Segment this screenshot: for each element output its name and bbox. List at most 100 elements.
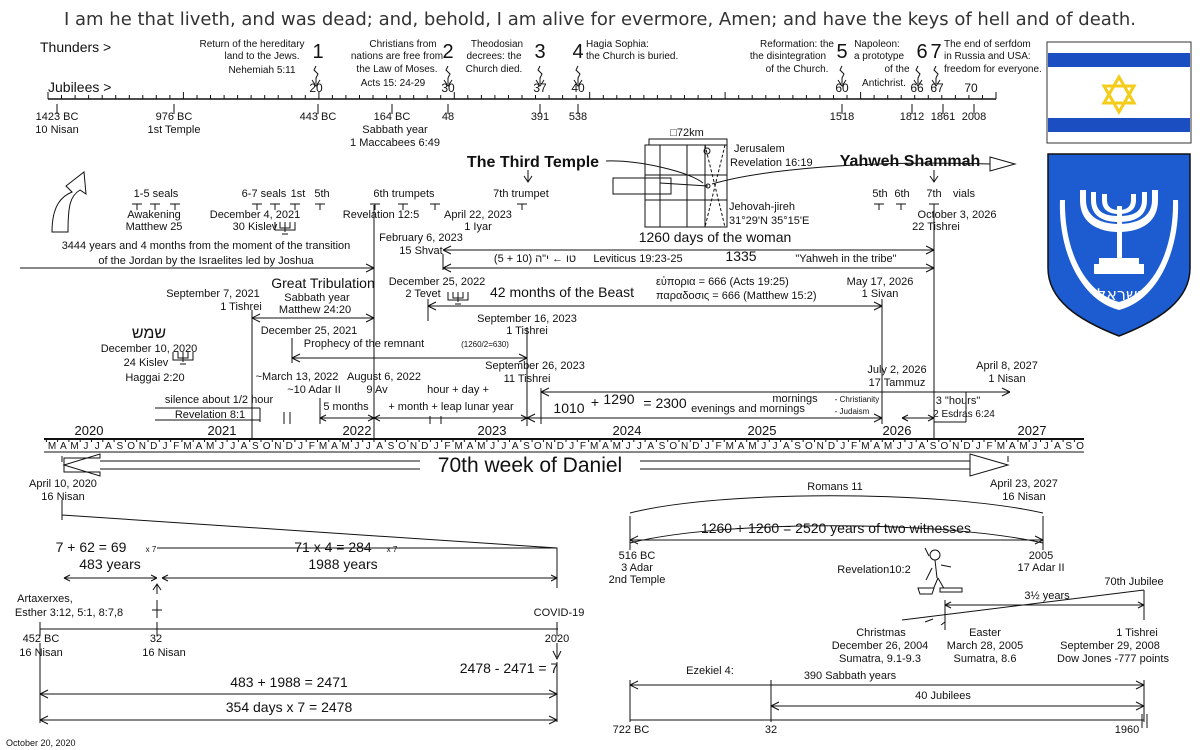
diagram-label: the disintegration xyxy=(750,51,826,62)
diagram-label: 2005 xyxy=(1029,550,1053,562)
diagram-label: 6th trumpets xyxy=(373,188,435,200)
diagram-label: 1290 xyxy=(603,391,634,407)
month-letter: D xyxy=(963,441,970,452)
diagram-label: Sabbath year xyxy=(284,292,350,304)
month-letter: F xyxy=(987,441,993,452)
month-letter: N xyxy=(139,441,146,452)
diagram-label: 1861 xyxy=(931,111,955,123)
month-letter: M xyxy=(319,441,327,452)
diagram-label: 1812 xyxy=(900,111,924,123)
month-letter: D xyxy=(557,441,564,452)
month-letter: M xyxy=(48,441,56,452)
diagram-label: 354 days x 7 = 2478 xyxy=(226,699,353,715)
diagram-label: ~10 Adar II xyxy=(287,384,341,396)
diagram-label: Romans 11 xyxy=(807,481,862,493)
diagram-label: 1 Sivan xyxy=(862,288,899,300)
diagram-label: in Russia and USA: xyxy=(944,51,1031,62)
month-letter: O xyxy=(1076,441,1084,452)
month-letter: A xyxy=(602,441,609,452)
diagram-label: + month + leap lunar year xyxy=(388,401,514,413)
diagram-label: Jehovah-jireh xyxy=(729,201,795,213)
diagram-label: Jerusalem xyxy=(734,143,785,155)
diagram-label: April 23, 2027 xyxy=(990,478,1058,490)
diagram-label: 30 xyxy=(441,81,455,95)
timeline-lines xyxy=(20,65,1148,728)
diagram-label: 1 Tishrei xyxy=(220,301,262,313)
diagram-label: 70 xyxy=(964,81,978,95)
month-letter: O xyxy=(263,441,271,452)
month-letter: A xyxy=(105,441,112,452)
diagram-label: 1 xyxy=(312,41,323,63)
diagram-label: 6th xyxy=(894,188,909,200)
diagram-label: 2022 xyxy=(343,423,372,438)
month-letter: J xyxy=(908,441,913,452)
diagram-label: December 4, 2021 xyxy=(210,209,301,221)
diagram-label: παραδοσις = 666 (Matthew 15:2) xyxy=(656,290,817,302)
month-letter: S xyxy=(1065,441,1072,452)
diagram-label: The end of serfdom xyxy=(944,39,1031,50)
diagram-label: 1-5 seals xyxy=(134,188,179,200)
month-letter: S xyxy=(116,441,123,452)
diagram-label: 1988 years xyxy=(308,556,377,572)
diagram-label: 71 x 4 = 284 xyxy=(294,539,372,555)
month-letter: M xyxy=(613,441,621,452)
thunder-arrow-6 xyxy=(913,65,923,87)
diagram-text-layer: Thunders >Jubilees >Return of the heredi… xyxy=(15,39,1170,736)
diagram-label: of the xyxy=(884,64,909,75)
month-letter: J xyxy=(219,441,224,452)
month-letter: J xyxy=(501,441,506,452)
month-letter: D xyxy=(421,441,428,452)
diagram-label: 6-7 seals xyxy=(242,188,287,200)
month-letter: M xyxy=(477,441,485,452)
diagram-label: Acts 15: 24-29 xyxy=(361,78,426,89)
diagram-label: April 10, 2020 xyxy=(29,478,97,490)
diagram-label: + xyxy=(591,394,599,410)
diagram-label: September 26, 2023 xyxy=(485,360,585,372)
month-letter: J xyxy=(897,441,902,452)
month-letter: A xyxy=(918,441,925,452)
diagram-label: "Yahweh in the tribe" xyxy=(795,253,896,265)
month-letter: J xyxy=(490,441,495,452)
diagram-label: 37 xyxy=(533,81,547,95)
diagram-label: 5th xyxy=(872,188,887,200)
month-letter: A xyxy=(1054,441,1061,452)
diagram-label: x 7 xyxy=(146,545,157,554)
diagram-label: 538 xyxy=(569,111,587,123)
month-letter: S xyxy=(252,441,259,452)
month-letter: J xyxy=(637,441,642,452)
diagram-label: 1960 xyxy=(1115,724,1139,736)
diagram-label: 1518 xyxy=(830,111,854,123)
diagram-label: Reformation: the xyxy=(760,39,834,50)
diagram-label: December 26, 2004 xyxy=(832,640,929,652)
diagram-label: Sumatra, 9.1-9.3 xyxy=(839,653,921,665)
diagram-label: land to the Jews. xyxy=(224,51,299,62)
diagram-label: □72km xyxy=(670,127,704,139)
month-letter: J xyxy=(626,441,631,452)
diagram-label: August 6, 2022 xyxy=(347,371,421,383)
month-letter: A xyxy=(241,441,248,452)
month-letter: O xyxy=(398,441,406,452)
diagram-label: April 22, 2023 xyxy=(444,209,512,221)
thunder-arrow-4 xyxy=(573,65,583,87)
month-letter: J xyxy=(163,441,168,452)
diagram-label: Sabbath year xyxy=(362,124,428,136)
diagram-label: 722 BC xyxy=(613,724,650,736)
diagram-label: 24 Kislev xyxy=(124,357,169,369)
diagram-label: 976 BC xyxy=(156,111,193,123)
diagram-label: = 2300 xyxy=(643,395,686,411)
diagram-label: Matthew 24:20 xyxy=(279,304,351,316)
diagram-label: Return of the hereditary xyxy=(199,39,304,50)
diagram-label: 16 Nisan xyxy=(142,647,185,659)
diagram-label: of the Church. xyxy=(766,64,829,75)
month-letter: O xyxy=(805,441,813,452)
month-letter: M xyxy=(997,441,1005,452)
thunder-arrow-3 xyxy=(535,65,545,87)
diagram-label: silence about 1/2 hour xyxy=(165,394,274,406)
diagram-label: freedom for everyone. xyxy=(944,64,1042,75)
diagram-label: 16 Nisan xyxy=(41,491,84,503)
month-letter: A xyxy=(60,441,67,452)
month-letter: F xyxy=(715,441,721,452)
diagram-label: (1260/2=630) xyxy=(461,340,509,349)
diagram-label: - Christianity xyxy=(835,395,879,404)
